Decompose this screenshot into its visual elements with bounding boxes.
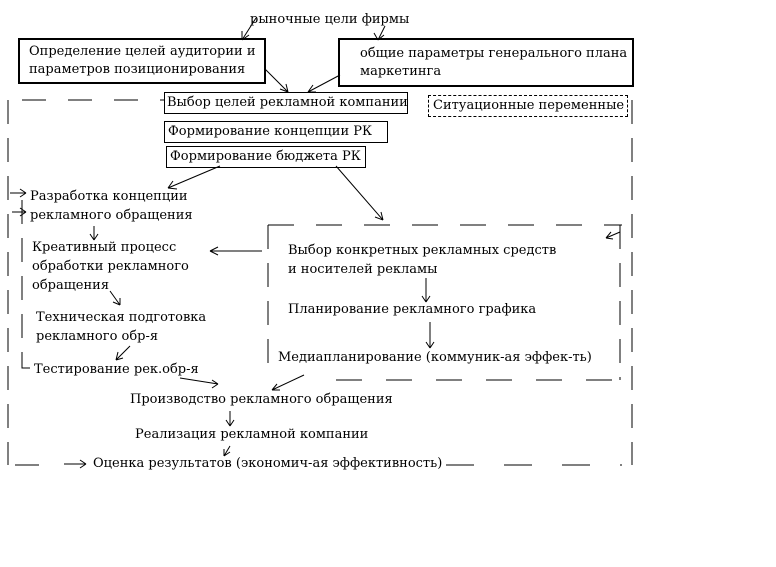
arrow-schedule-to-mediaplan <box>425 322 435 349</box>
mediaplanning-label: Медиапланирование (коммуник-ая эффек-ть) <box>278 350 592 365</box>
creative-process-line3: обращения <box>32 278 110 293</box>
ad-campaign-goals-label: Выбор целей рекламной компании <box>167 95 408 110</box>
arrow-creative-to-technical <box>109 290 121 306</box>
arrow-outer-to-evaluation <box>64 459 87 469</box>
creative-process-line1: Креативный процесс <box>32 240 177 255</box>
message-concept-line1: Разработка концепции <box>30 189 188 204</box>
arrow-production-to-implementation <box>225 411 235 427</box>
arrow-implementation-to-evaluation <box>223 445 231 457</box>
audience-goals-line2: параметров позиционирования <box>29 62 246 77</box>
inner-loop-left <box>21 200 32 369</box>
evaluation-label: Оценка результатов (экономич-ая эффектив… <box>93 456 443 471</box>
creative-process-line2: обработки рекламного <box>32 259 189 274</box>
campaign-concept-label: Формирование концепции РК <box>168 124 373 139</box>
arrow-testing-to-production <box>179 377 219 389</box>
arrow-right-entry <box>605 231 621 240</box>
testing-label: Тестирование рек.обр-я <box>34 362 199 377</box>
situational-variables-box: Ситуационные переменные <box>428 95 628 117</box>
arrow-concept-to-creative <box>89 226 99 241</box>
arrow-marketing-to-goals <box>307 74 341 93</box>
arrow-media-to-schedule <box>421 278 431 303</box>
arrow-media-to-creative <box>209 246 262 256</box>
media-choice-line2: и носителей рекламы <box>288 262 438 277</box>
technical-prep-line2: рекламного обр-я <box>36 329 159 344</box>
arrow-left-entry <box>10 188 27 198</box>
marketing-plan-box: общие параметры генерального плана марке… <box>338 38 634 87</box>
campaign-budget-label: Формирование бюджета РК <box>170 149 361 164</box>
situational-variables-label: Ситуационные переменные <box>433 98 625 113</box>
marketing-plan-line1: общие параметры генерального плана <box>360 46 628 61</box>
ad-campaign-goals-box: Выбор целей рекламной компании <box>164 92 408 114</box>
technical-prep-line1: Техническая подготовка <box>36 310 207 325</box>
market-goals-label: рыночные цели фирмы <box>250 12 410 27</box>
arrow-budget-to-right <box>335 165 384 221</box>
campaign-concept-box: Формирование концепции РК <box>164 121 388 143</box>
message-concept-line2: рекламного обращения <box>30 208 193 223</box>
audience-goals-box: Определение целей аудитории и параметров… <box>18 38 266 84</box>
arrow-left-entry2 <box>12 207 27 217</box>
audience-goals-line1: Определение целей аудитории и <box>29 44 256 59</box>
arrow-mediaplan-to-production <box>271 374 305 391</box>
schedule-planning-label: Планирование рекламного графика <box>288 302 537 317</box>
arrow-budget-to-left <box>167 165 221 190</box>
implementation-label: Реализация рекламной компании <box>135 427 369 442</box>
campaign-budget-box: Формирование бюджета РК <box>166 146 366 168</box>
media-choice-line1: Выбор конкретных рекламных средств <box>288 243 557 258</box>
arrow-technical-to-testing <box>115 345 131 361</box>
marketing-plan-line2: маркетинга <box>360 64 442 79</box>
arrow-audience-to-goals <box>264 68 289 93</box>
production-label: Производство рекламного обращения <box>130 392 393 407</box>
